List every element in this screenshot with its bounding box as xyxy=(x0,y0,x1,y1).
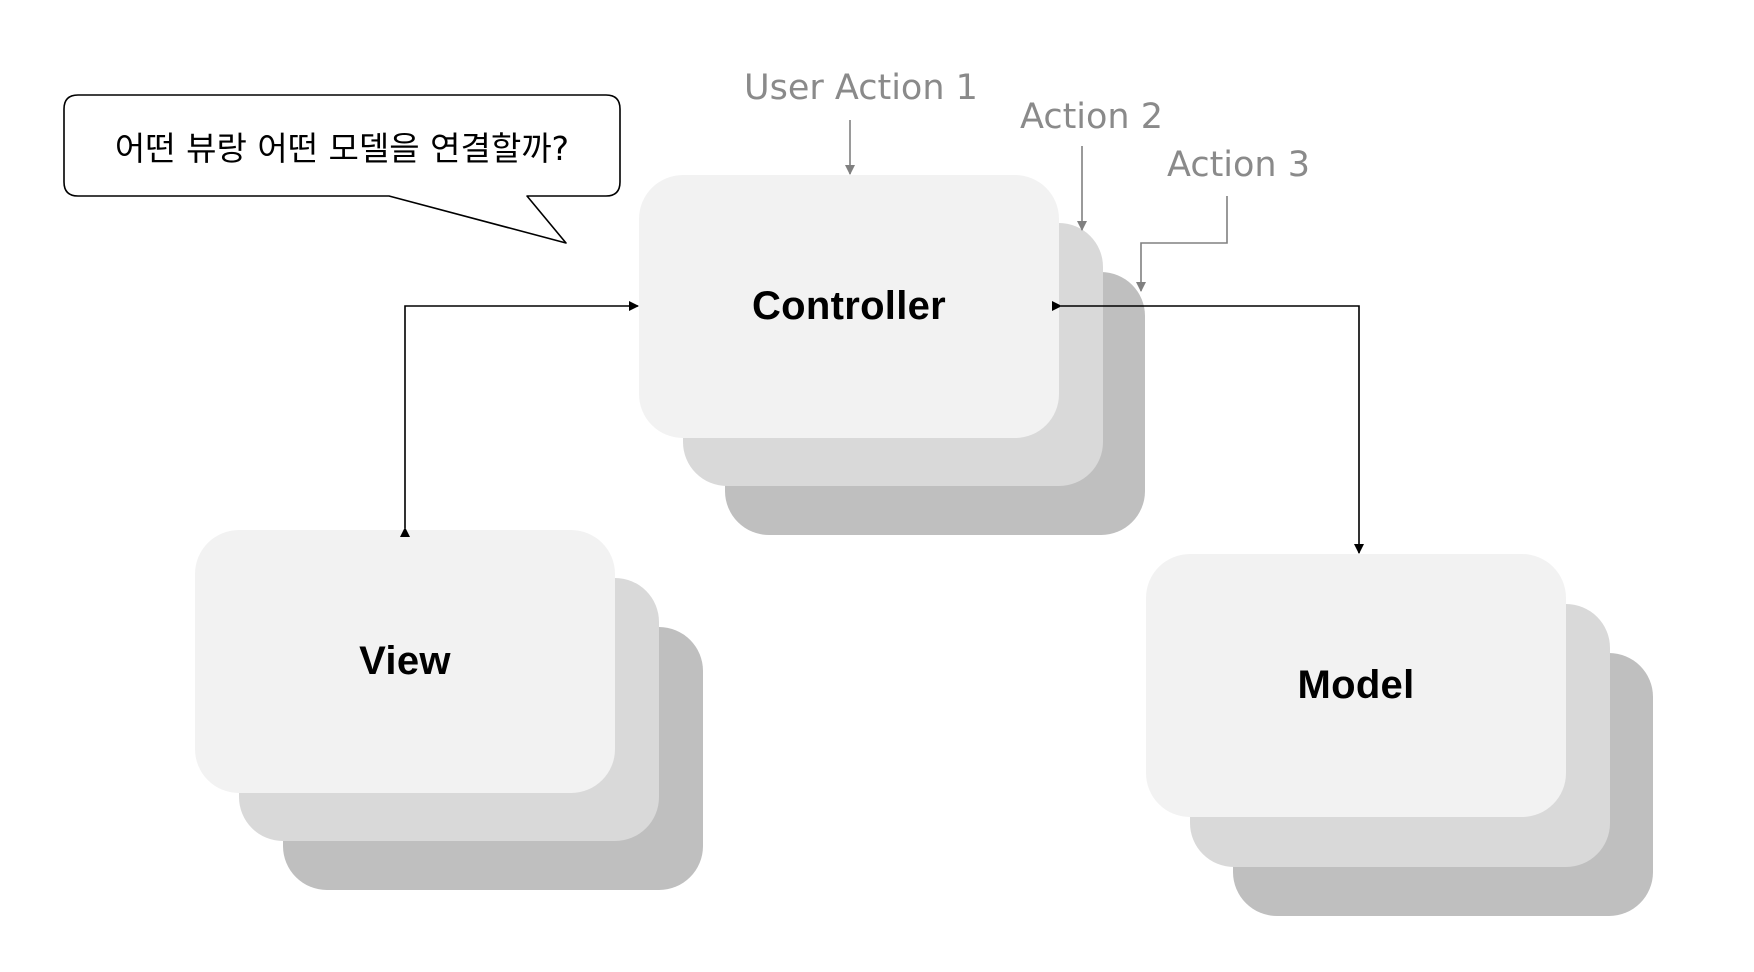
action-3-label: Action 3 xyxy=(1167,145,1311,185)
speech-bubble-outline xyxy=(63,94,621,244)
controller-label: Controller xyxy=(751,284,947,328)
controller-node: Controller xyxy=(639,175,1059,438)
action-2-label: Action 2 xyxy=(1020,97,1164,137)
view-node: View xyxy=(195,530,615,793)
controller-model-connector xyxy=(1052,301,1364,554)
action-3-arrow xyxy=(1136,196,1228,292)
speech-bubble-text: 어떤 뷰랑 어떤 모델을 연결할까? xyxy=(114,129,570,168)
user-action-1-label: User Action 1 xyxy=(744,68,978,108)
view-controller-connector xyxy=(400,301,639,537)
model-node: Model xyxy=(1146,554,1566,817)
model-label: Model xyxy=(1297,663,1415,707)
view-label: View xyxy=(359,639,451,683)
